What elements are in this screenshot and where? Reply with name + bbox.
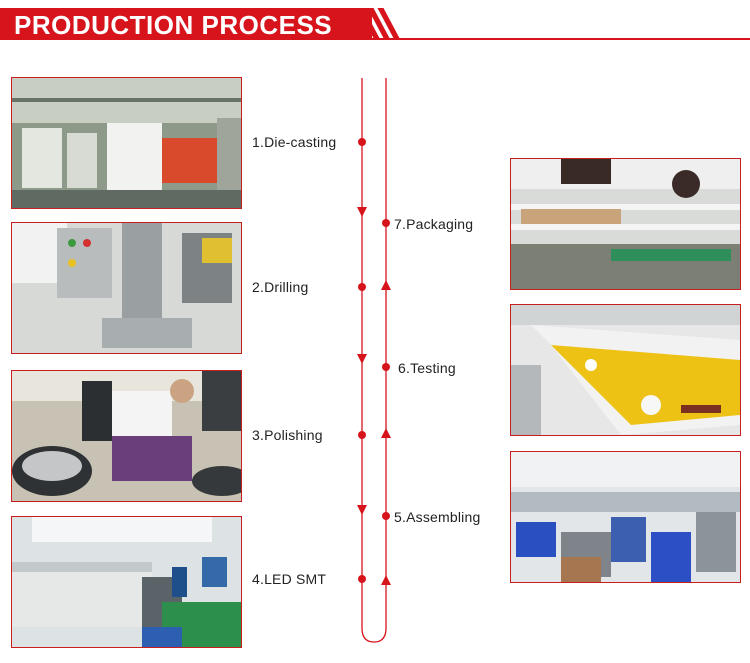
photo-polishing bbox=[11, 370, 242, 502]
step-label-drilling: 2.Drilling bbox=[252, 279, 309, 295]
arrow-down-icon bbox=[357, 505, 367, 515]
photo-led-smt bbox=[11, 516, 242, 648]
arrow-up-icon bbox=[381, 428, 391, 438]
step-label-led-smt: 4.LED SMT bbox=[252, 571, 327, 587]
step-dot bbox=[358, 575, 366, 583]
step-label-packaging: 7.Packaging bbox=[394, 216, 474, 232]
header-underline bbox=[372, 38, 750, 40]
step-dot bbox=[358, 283, 366, 291]
header-bar bbox=[0, 8, 372, 40]
arrow-up-icon bbox=[381, 575, 391, 585]
step-dot bbox=[358, 138, 366, 146]
step-dot bbox=[382, 363, 390, 371]
step-label-testing: 6.Testing bbox=[398, 360, 456, 376]
header-banner: PRODUCTION PROCESS bbox=[0, 0, 750, 42]
arrow-up-icon bbox=[381, 280, 391, 290]
arrow-down-icon bbox=[357, 354, 367, 364]
photo-testing bbox=[510, 304, 741, 436]
flow-loop-path bbox=[361, 78, 387, 643]
step-dot bbox=[358, 431, 366, 439]
photo-assembling bbox=[510, 451, 741, 583]
photo-die-casting bbox=[11, 77, 242, 209]
step-label-assembling: 5.Assembling bbox=[394, 509, 481, 525]
photo-packaging bbox=[510, 158, 741, 290]
arrow-down-icon bbox=[357, 207, 367, 217]
photo-drilling bbox=[11, 222, 242, 354]
step-dot bbox=[382, 219, 390, 227]
step-label-polishing: 3.Polishing bbox=[252, 427, 323, 443]
page-title: PRODUCTION PROCESS bbox=[14, 10, 333, 40]
step-dot bbox=[382, 512, 390, 520]
step-label-die-casting: 1.Die-casting bbox=[252, 134, 337, 150]
